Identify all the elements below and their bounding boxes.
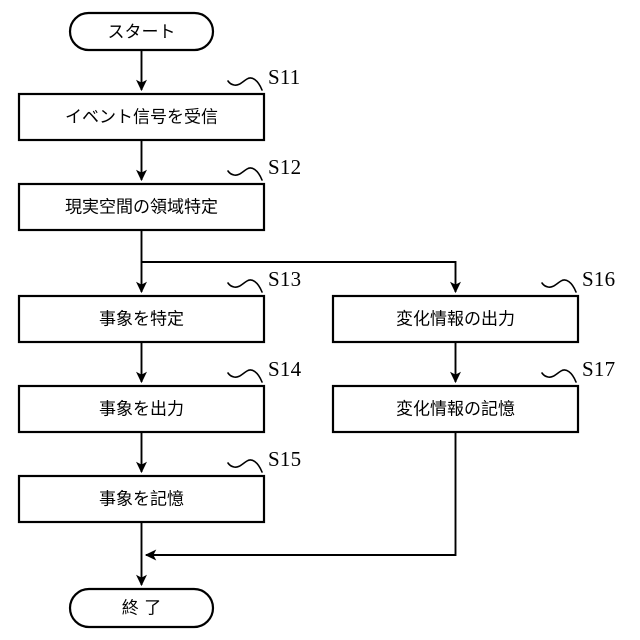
squiggle-leader-icon [227, 167, 263, 181]
step-label-s17-group: S17 [541, 357, 615, 383]
node-s11[interactable]: イベント信号を受信 [17, 92, 266, 142]
squiggle-leader-icon [541, 369, 577, 383]
squiggle-leader-icon [227, 369, 263, 383]
node-s16[interactable]: 変化情報の出力 [331, 294, 580, 344]
step-label-s16: S16 [582, 267, 615, 291]
squiggle-leader-icon [227, 279, 263, 293]
node-s15[interactable]: 事象を記憶 [17, 474, 266, 524]
end-label: 終 了 [122, 599, 161, 619]
step-label-s12-group: S12 [227, 155, 301, 181]
s14-box-shape [17, 384, 266, 434]
edge-s12-branch-to-s16 [141, 261, 461, 294]
s16-box-shape [331, 294, 580, 344]
node-s13[interactable]: 事象を特定 [17, 294, 266, 344]
step-label-s15: S15 [268, 447, 301, 471]
node-s14[interactable]: 事象を出力 [17, 384, 266, 434]
connector-layer [136, 50, 461, 587]
squiggle-leader-icon [227, 459, 263, 473]
edge-s17-merge-to-main [144, 432, 457, 561]
step-label-s17: S17 [582, 357, 615, 381]
squiggle-leader-icon [541, 279, 577, 293]
s11-box-shape [17, 92, 266, 142]
s13-label: 事象を特定 [99, 310, 184, 330]
s16-label: 変化情報の出力 [396, 310, 515, 330]
step-label-s14: S14 [268, 357, 302, 381]
squiggle-leader-icon [227, 77, 263, 91]
end-terminator-shape [68, 587, 215, 629]
step-label-s13: S13 [268, 267, 301, 291]
node-s17[interactable]: 変化情報の記憶 [331, 384, 580, 434]
s13-box-shape [17, 294, 266, 344]
node-s12[interactable]: 現実空間の領域特定 [17, 182, 266, 232]
start-terminator-shape [68, 11, 215, 52]
s12-box-shape [17, 182, 266, 232]
s11-label: イベント信号を受信 [65, 108, 218, 128]
start-label: スタート [108, 23, 176, 43]
s12-label: 現実空間の領域特定 [65, 198, 218, 218]
step-label-s11-group: S11 [227, 65, 301, 91]
s15-box-shape [17, 474, 266, 524]
step-label-s16-group: S16 [541, 267, 615, 293]
s15-label: 事象を記憶 [99, 490, 184, 510]
node-start[interactable]: スタート [68, 11, 215, 52]
step-label-s15-group: S15 [227, 447, 301, 473]
s17-label: 変化情報の記憶 [396, 400, 515, 420]
step-label-s11: S11 [268, 65, 301, 89]
s14-label: 事象を出力 [99, 400, 184, 420]
s17-box-shape [331, 384, 580, 434]
node-end[interactable]: 終 了 [68, 587, 215, 629]
step-label-s12: S12 [268, 155, 301, 179]
step-label-s13-group: S13 [227, 267, 301, 293]
step-label-s14-group: S14 [227, 357, 302, 383]
